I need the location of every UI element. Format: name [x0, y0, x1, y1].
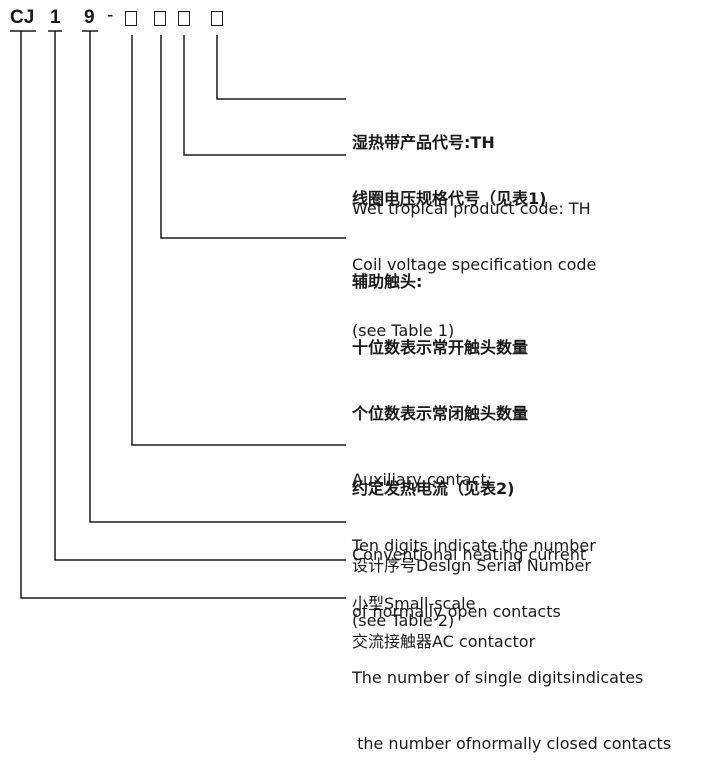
wire-heating-current [131, 35, 346, 446]
wire-small-scale [54, 31, 346, 561]
code-prefix: CJ [10, 7, 35, 28]
code-box-wet-tropical [211, 11, 223, 26]
code-box-auxiliary [154, 11, 166, 26]
label-line: (see Table 1) [352, 321, 455, 340]
label-line: Conventional heating current [352, 545, 587, 564]
wire-coil-voltage [183, 35, 346, 156]
label-line: Auxiliary contact: [352, 470, 493, 489]
label-line: 交流接触器AC contactor [352, 632, 536, 651]
label-line: 约定发热电流（见表2) [352, 479, 515, 498]
wire-ac-contactor [20, 31, 346, 599]
label-line: Ten digits indicate the number [352, 536, 596, 555]
label-design-serial: 设计序号Deslgn Serial Number [352, 511, 591, 599]
wire-wet-tropical [216, 35, 346, 100]
label-line: the number ofnormally closed contacts [352, 734, 672, 753]
label-coil-voltage: 线圈电压规格代号（见表1) Coil voltage specification… [352, 144, 596, 364]
label-line: Coil voltage specification code [352, 255, 597, 274]
label-line: 个位数表示常闭触头数量 [352, 404, 529, 423]
label-line: 十位数表示常开触头数量 [352, 338, 529, 357]
label-line: 设计序号Deslgn Serial Number [352, 556, 591, 575]
code-digit-2: 9 [84, 7, 95, 28]
wire-auxiliary [160, 35, 346, 239]
label-small-scale: 小型Small-scale [352, 549, 475, 637]
label-line: 线圈电压规格代号（见表1) [352, 189, 547, 208]
label-ac-contactor: 交流接触器AC contactor [352, 587, 535, 675]
code-box-heating-current [125, 11, 137, 26]
label-line: 辅助触头: [352, 272, 423, 291]
code-box-coil-voltage [178, 11, 190, 26]
label-line: of normally open contacts [352, 602, 561, 621]
code-digit-1: 1 [50, 7, 61, 28]
label-line: 小型Small-scale [352, 594, 476, 613]
label-wet-tropical: 湿热带产品代号:TH Wet tropical product code: TH [352, 88, 591, 242]
label-line: Wet tropical product code: TH [352, 199, 591, 218]
code-dash: - [107, 5, 114, 26]
label-line: 湿热带产品代号:TH [352, 133, 495, 152]
connector-lines [10, 30, 346, 599]
wire-design-serial [89, 31, 346, 523]
